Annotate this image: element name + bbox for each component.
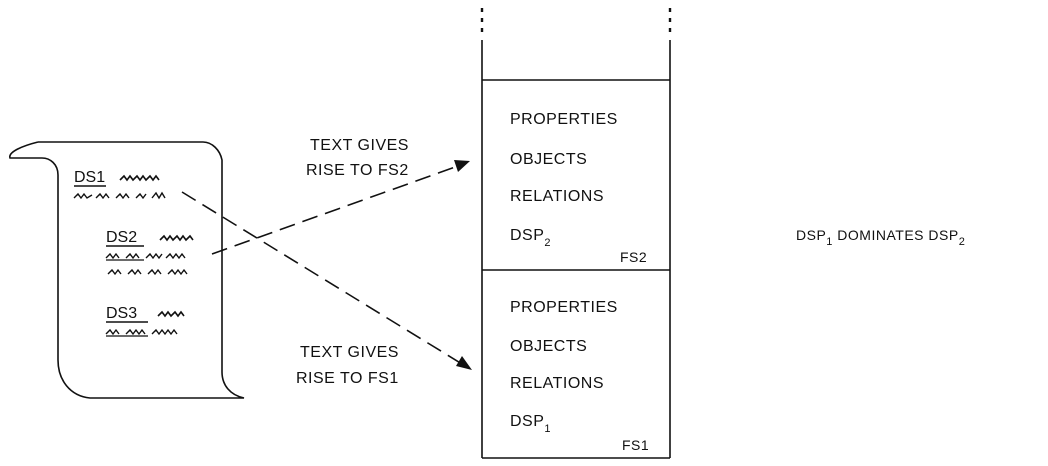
fs1-dsp: DSP1	[510, 413, 551, 435]
focus-stack	[480, 8, 672, 459]
fs1-dsp-subscript: 1	[544, 423, 551, 435]
ds3-scribble-2	[105, 328, 178, 336]
arrow-label-fs1-line2: RISE TO FS1	[296, 370, 399, 387]
document-section-ds1: DS1	[73, 169, 166, 200]
fs2-dsp: DSP2	[510, 227, 551, 249]
ds2-label: DS2	[106, 229, 137, 246]
focus-space-fs2: PROPERTIES OBJECTS RELATIONS DSP2 FS2	[510, 111, 647, 265]
arrow-ds2-to-fs2	[211, 160, 470, 255]
arrow-label-fs1-line1: TEXT GIVES	[300, 344, 399, 361]
relation-left-subscript: 1	[826, 236, 833, 248]
fs2-dsp-subscript: 2	[544, 237, 551, 249]
ds2-scribble-3	[107, 268, 188, 276]
dominance-relation: DSP1 DOMINATES DSP2	[796, 227, 965, 248]
arrow-label-fs2-line2: RISE TO FS2	[306, 162, 409, 179]
ds2-scribble-1	[159, 234, 194, 242]
fs1-field-relations: RELATIONS	[510, 375, 604, 392]
ds1-scribble-2	[73, 191, 166, 200]
relation-right: DSP	[928, 227, 958, 243]
fs1-field-properties: PROPERTIES	[510, 299, 618, 316]
relation-left: DSP	[796, 227, 826, 243]
focus-space-fs1: PROPERTIES OBJECTS RELATIONS DSP1 FS1	[510, 299, 649, 453]
fs1-name: FS1	[622, 437, 649, 453]
fs2-field-properties: PROPERTIES	[510, 111, 618, 128]
relation-verb: DOMINATES	[833, 227, 928, 243]
fs1-field-objects: OBJECTS	[510, 338, 587, 355]
arrow-label-fs1: TEXT GIVES RISE TO FS1	[296, 344, 399, 387]
fs2-dsp-label: DSP	[510, 227, 544, 244]
fs1-dsp-label: DSP	[510, 413, 544, 430]
ds1-label: DS1	[74, 169, 105, 186]
ds3-scribble-1	[157, 310, 185, 318]
document-section-ds2: DS2	[105, 229, 194, 276]
ds1-scribble-1	[119, 174, 160, 182]
ds3-label: DS3	[106, 305, 137, 322]
arrow-ds1-to-fs1	[181, 191, 472, 370]
relation-right-subscript: 2	[959, 236, 966, 248]
arrow-label-fs2-line1: TEXT GIVES	[310, 137, 409, 154]
ds2-scribble-2	[105, 252, 186, 260]
arrow-label-fs2: TEXT GIVES RISE TO FS2	[306, 137, 409, 179]
arrowhead-icon	[454, 160, 470, 172]
document-scroll	[9, 141, 245, 399]
fs2-field-relations: RELATIONS	[510, 188, 604, 205]
fs2-name: FS2	[620, 249, 647, 265]
fs2-field-objects: OBJECTS	[510, 151, 587, 168]
document-section-ds3: DS3	[105, 305, 185, 337]
arrowhead-icon	[456, 356, 472, 370]
